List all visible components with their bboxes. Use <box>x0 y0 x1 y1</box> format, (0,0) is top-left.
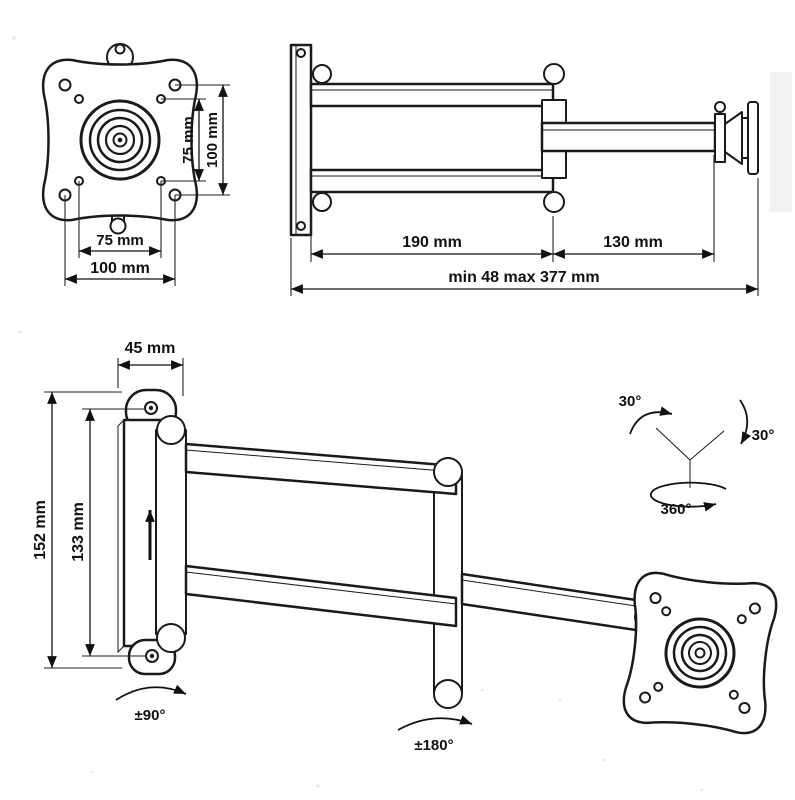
dim-label-extension: min 48 max 377 mm <box>448 269 599 286</box>
swivel-head-annotation: 360° <box>649 481 727 518</box>
angle-label-tilt-right: 30° <box>752 427 775 444</box>
dim-bracket-width: 45 mm <box>117 340 184 396</box>
angle-label-360: 360° <box>660 501 691 518</box>
swivel-elbow-annotation: ±180° <box>397 715 473 754</box>
front-arm-pair-3d <box>184 442 458 628</box>
vesa-center-rings-3d <box>664 617 736 689</box>
swivel-wall-annotation: ±90° <box>115 684 187 724</box>
perspective-view: 45 mm 152 mm 133 mm 30° 30° <box>32 340 778 754</box>
dim-front-width-75: 75 mm <box>78 181 162 258</box>
dim-front-height-100: 100 mm <box>175 84 230 196</box>
dim-hole-spacing: 133 mm <box>70 408 145 657</box>
dim-bracket-height: 152 mm <box>32 391 122 669</box>
front-arm-pair <box>309 64 555 212</box>
dim-label-width-100: 100 mm <box>90 260 150 277</box>
angle-label-tilt-left: 30° <box>619 393 642 410</box>
rear-arm-3d <box>460 572 658 632</box>
dim-front-width-100: 100 mm <box>64 195 176 286</box>
vesa-center-rings <box>79 99 161 181</box>
dim-label-130: 130 mm <box>603 234 663 251</box>
elbow-post <box>433 473 463 693</box>
top-view: 190 mm 130 mm min 48 max 377 mm <box>289 43 759 296</box>
scan-artifacts <box>12 36 792 792</box>
dim-label-width-75: 75 mm <box>96 232 144 249</box>
dim-label-190: 190 mm <box>402 234 462 251</box>
dim-rear-arm: 130 mm <box>553 155 715 262</box>
vesa-plate-3d <box>622 571 778 735</box>
dim-label-152: 152 mm <box>32 500 49 560</box>
dim-label-45: 45 mm <box>125 340 176 357</box>
angle-label-180: ±180° <box>414 737 453 754</box>
dim-label-height-100: 100 mm <box>204 112 221 168</box>
tilt-annotation: 30° 30° <box>619 393 775 488</box>
rear-arm <box>540 121 717 153</box>
dim-label-133: 133 mm <box>70 502 87 562</box>
dim-front-height-75: 75 mm <box>161 98 206 182</box>
tilt-head-top-view <box>714 101 759 175</box>
dim-front-arm: 190 mm <box>310 196 554 262</box>
angle-label-90: ±90° <box>135 707 166 724</box>
wall-pivot-post <box>155 415 187 653</box>
front-plate-view: 75 mm 100 mm 75 mm 100 mm <box>41 43 230 286</box>
dim-label-height-75: 75 mm <box>180 116 197 164</box>
dim-extension-range: min 48 max 377 mm <box>290 178 759 296</box>
vesa-holes-3d <box>639 592 761 714</box>
wall-plate-top-view <box>289 43 313 237</box>
tilt-knob-bottom <box>109 213 127 235</box>
elbow-ball-caps <box>433 457 463 709</box>
